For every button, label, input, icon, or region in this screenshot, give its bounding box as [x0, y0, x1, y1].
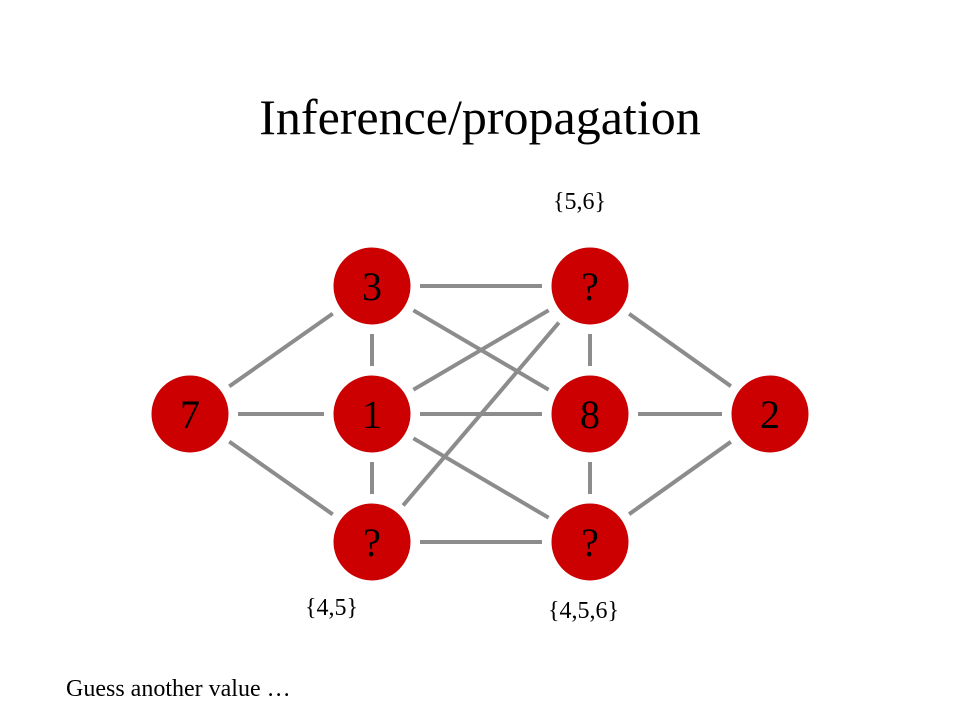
node-circle	[548, 500, 632, 584]
node-label: 7	[180, 392, 200, 437]
domain-label-bottom-left-node: {4,5}	[305, 595, 359, 621]
node-label: ?	[363, 520, 381, 565]
node-circle	[330, 244, 414, 328]
footnote: Guess another value …	[66, 676, 291, 702]
node-right-center: 2	[728, 372, 812, 456]
graph-nodes: 7 3 1?? 8? 2	[148, 244, 812, 584]
node-col2-top: ?	[548, 244, 632, 328]
slide-title: Inference/propagation	[259, 89, 701, 145]
node-circle	[548, 244, 632, 328]
node-label: ?	[581, 264, 599, 309]
node-circle	[330, 372, 414, 456]
node-label: 8	[580, 392, 600, 437]
edge-left-center-col1-top	[228, 311, 334, 389]
node-circle	[728, 372, 812, 456]
node-circle	[548, 372, 632, 456]
node-col1-top: 3	[330, 244, 414, 328]
edge-col1-bottom-col2-top	[401, 321, 561, 507]
node-label: 2	[760, 392, 780, 437]
node-col1-middle: 1	[330, 372, 414, 456]
edge-col2-bottom-right-center	[627, 440, 733, 516]
graph-edges	[228, 284, 733, 544]
node-col1-bottom: ?	[330, 500, 414, 584]
domain-label-top-right-node: {5,6}	[553, 189, 607, 215]
domain-label-bottom-right-node: {4,5,6}	[548, 598, 620, 624]
edge-col1-middle-col2-bottom	[412, 436, 550, 520]
node-label: ?	[581, 520, 599, 565]
node-circle	[330, 500, 414, 584]
node-label: 1	[362, 392, 382, 437]
node-col2-bottom: ?	[548, 500, 632, 584]
edge-col1-middle-col2-top	[412, 308, 550, 392]
edge-col2-top-right-center	[627, 312, 733, 388]
node-col2-middle: 8	[548, 372, 632, 456]
edge-left-center-col1-bottom	[228, 439, 334, 517]
node-left-center: 7	[148, 372, 232, 456]
node-circle	[148, 372, 232, 456]
node-label: 3	[362, 264, 382, 309]
